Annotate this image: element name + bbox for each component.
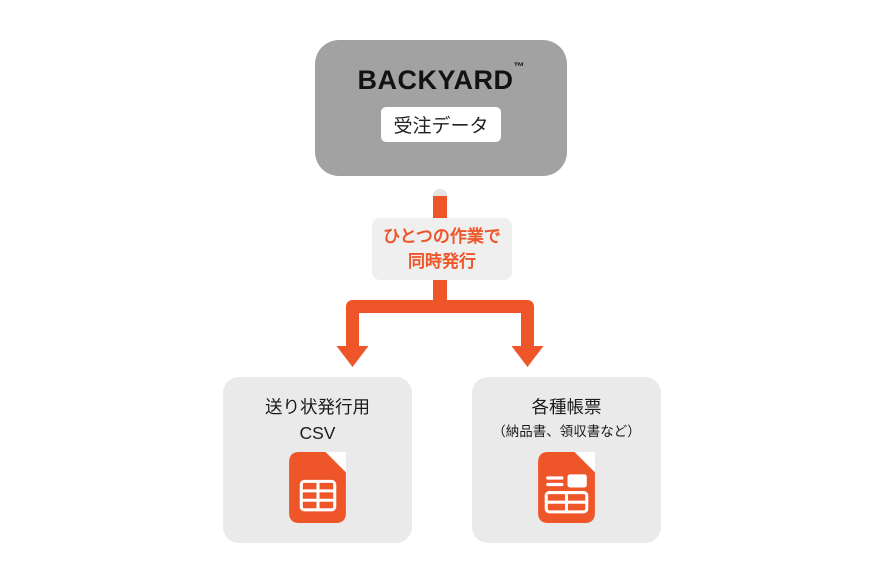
table-outline [299, 479, 337, 512]
process-label-line1: ひとつの作業で [383, 227, 501, 246]
output-forms-subtitle: （納品書、領収書など） [492, 424, 641, 439]
csv-spreadsheet-file-icon [289, 452, 346, 523]
branch-line [346, 300, 534, 349]
file-fold-corner [574, 452, 595, 473]
backyard-source-box: BACKYARD™ 受注データ [315, 40, 567, 176]
process-label-box: ひとつの作業で 同時発行 [372, 218, 512, 280]
connector-top-cap [433, 189, 447, 202]
output-csv-subtitle: CSV [299, 423, 336, 443]
file-body-shape [538, 452, 595, 523]
order-data-label: 受注データ [393, 116, 489, 137]
process-label-line2: 同時発行 [408, 252, 476, 271]
brand-name: BACKYARD [357, 65, 514, 95]
header-block [567, 474, 587, 488]
arrowhead-left-icon [336, 346, 369, 367]
order-data-badge: 受注データ [381, 107, 501, 142]
text-line-2 [546, 482, 564, 487]
output-forms-title: 各種帳票 [531, 397, 602, 417]
brand-title: BACKYARD™ [357, 62, 524, 95]
trademark-symbol: ™ [513, 61, 525, 73]
forms-document-file-icon [538, 452, 595, 523]
arrowhead-right-icon [511, 346, 544, 367]
output-box-csv: 送り状発行用 CSV [223, 377, 412, 543]
output-csv-title: 送り状発行用 [265, 397, 370, 417]
output-box-forms: 各種帳票 （納品書、領収書など） [472, 377, 661, 543]
text-line-1 [546, 476, 564, 480]
